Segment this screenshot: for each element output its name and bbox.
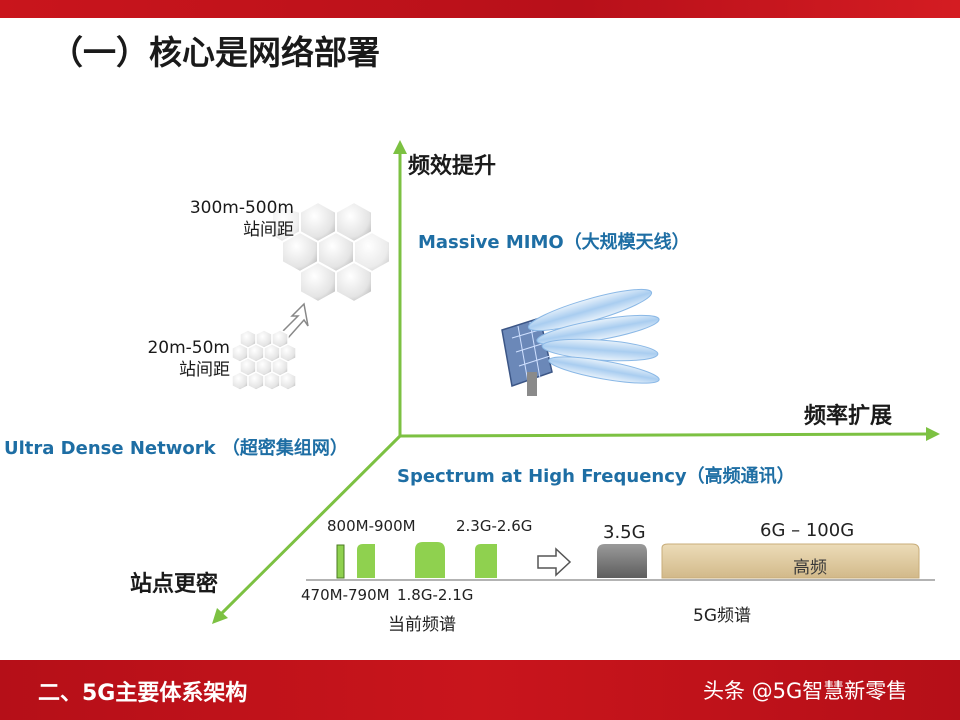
current-spectrum-bands [336,542,497,579]
band-3-5g [597,544,647,578]
footer-watermark: 头条 @5G智慧新零售 [703,679,908,703]
band-2300m-label: 2.3G-2.6G [456,517,533,535]
band-6g-100g-label: 6G – 100G [760,520,855,541]
band-800m [357,544,375,578]
udn-label: Ultra Dense Network （超密集组网） [4,438,348,459]
band-470m-label: 470M-790M [301,586,390,604]
z-axis-arrow [212,608,228,624]
large-cell-hexagons [271,200,391,304]
large-cell-distance: 300m-500m 站间距 [160,197,294,241]
large-cell-range: 300m-500m [189,198,294,218]
z-axis-line [218,434,402,617]
small-cell-unit: 站间距 [179,360,230,380]
band-high-frequency [661,543,920,579]
band-3-5g-label: 3.5G [603,522,646,543]
x-axis-line [399,432,929,438]
x-axis-arrow [926,427,940,441]
current-spectrum-label: 当前频谱 [388,615,456,635]
axes [212,140,940,624]
top-header-band [0,0,960,18]
5g-spectrum-label: 5G频谱 [693,606,751,626]
band-1800m [415,542,445,578]
spectrum-label: Spectrum at High Frequency（高频通讯） [397,466,795,487]
radio-beams-icon [527,288,660,384]
band-470m [336,544,345,579]
x-axis-label: 频率扩展 [804,404,893,429]
footer-section-title: 二、5G主要体系架构 [38,681,248,706]
band-1800m-label: 1.8G-2.1G [397,586,474,604]
small-cell-hexagons [231,329,297,391]
high-frequency-label: 高频 [793,558,827,578]
band-800m-label: 800M-900M [327,517,416,535]
large-cell-unit: 站间距 [243,220,294,240]
band-2300m [475,544,497,578]
small-cell-range: 20m-50m [147,338,230,358]
y-axis-arrow [393,140,407,154]
antenna-panel-icon [501,317,553,396]
slide-title: （一）核心是网络部署 [50,33,380,72]
footer-band [0,660,960,720]
arrow-right-icon [537,547,572,577]
massive-mimo-label: Massive MIMO（大规模天线） [418,232,690,253]
y-axis-label: 频效提升 [408,154,497,179]
small-cell-distance: 20m-50m 站间距 [110,337,230,381]
z-axis-label: 站点更密 [130,572,219,597]
